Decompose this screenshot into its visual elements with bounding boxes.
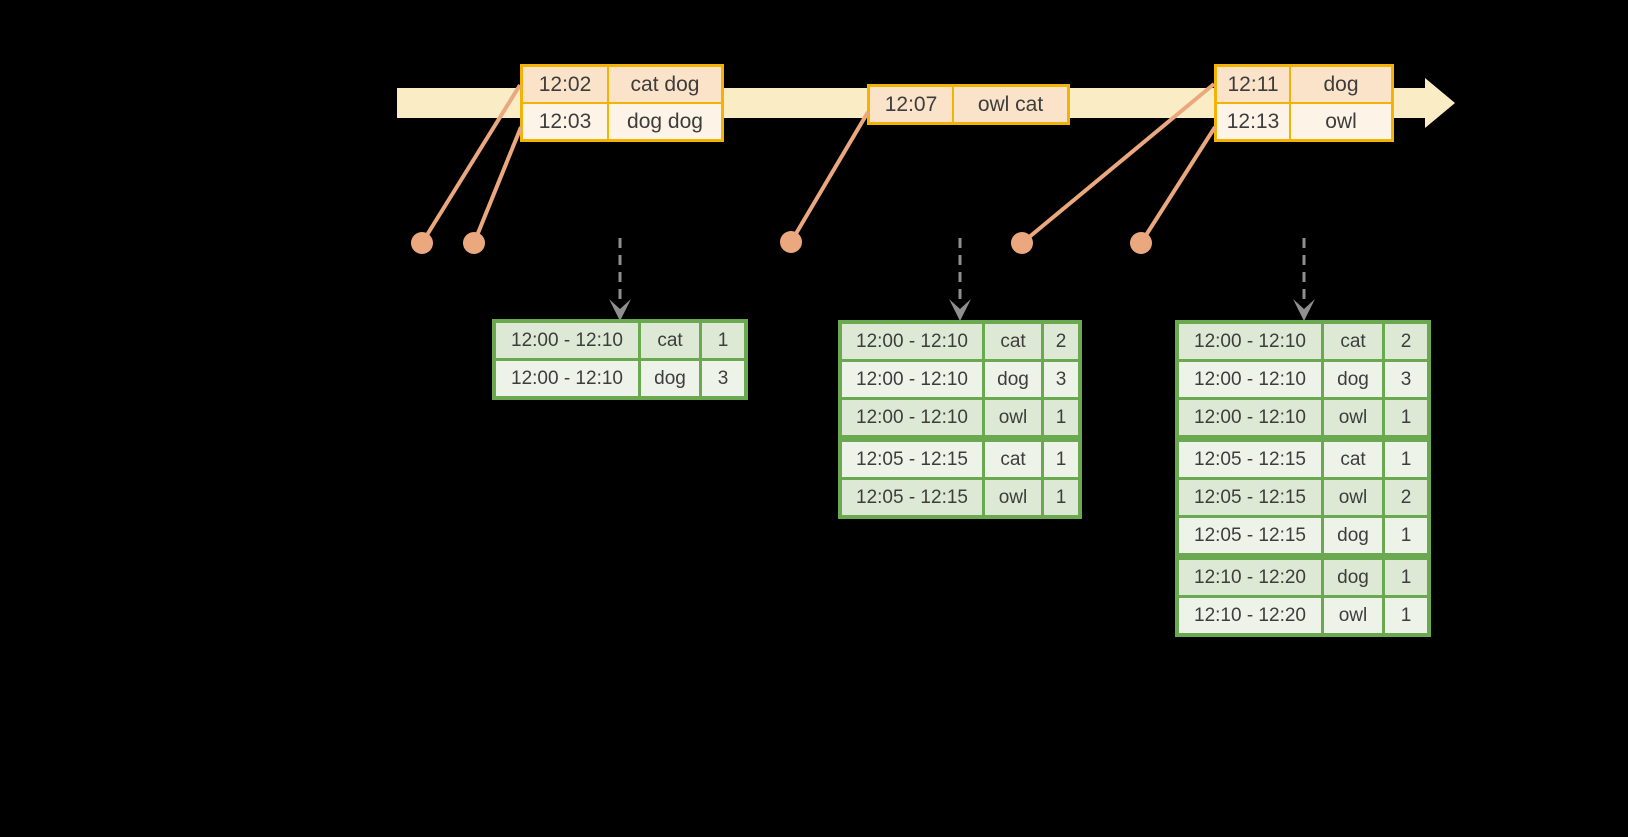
word-cell: cat — [1324, 442, 1382, 477]
window-range-cell: 12:00 - 12:10 — [842, 362, 982, 397]
trigger-arrowhead-icon — [1293, 299, 1315, 321]
count-cell: 1 — [1044, 442, 1078, 477]
window-range-cell: 12:00 - 12:10 — [496, 361, 638, 396]
event-words-cell: cat dog — [609, 67, 721, 102]
event-dot-icon — [463, 232, 485, 254]
word-cell: dog — [1324, 362, 1382, 397]
count-cell: 1 — [1044, 400, 1078, 435]
event-time-cell: 12:02 — [523, 67, 607, 102]
word-cell: owl — [1324, 480, 1382, 515]
word-cell: cat — [641, 323, 699, 358]
count-cell: 2 — [1385, 324, 1427, 359]
window-range-cell: 12:00 - 12:10 — [1179, 362, 1321, 397]
trigger-arrowhead-icon — [609, 299, 631, 321]
count-cell: 3 — [702, 361, 744, 396]
count-cell: 1 — [702, 323, 744, 358]
word-cell: cat — [985, 442, 1041, 477]
count-cell: 1 — [1385, 560, 1427, 595]
event-connector-line — [472, 126, 523, 244]
word-cell: owl — [985, 400, 1041, 435]
word-cell: owl — [1324, 598, 1382, 633]
window-range-cell: 12:05 - 12:15 — [1179, 518, 1321, 553]
event-words-cell: owl cat — [954, 87, 1067, 122]
count-cell: 1 — [1385, 598, 1427, 633]
event-connector-line — [789, 110, 870, 244]
count-cell: 1 — [1385, 400, 1427, 435]
event-connector-line — [1139, 125, 1217, 245]
word-cell: owl — [1324, 400, 1382, 435]
event-time-cell: 12:07 — [870, 87, 952, 122]
timeline-arrowhead-icon — [1425, 78, 1455, 128]
window-range-cell: 12:10 - 12:20 — [1179, 560, 1321, 595]
window-range-cell: 12:05 - 12:15 — [1179, 442, 1321, 477]
window-range-cell: 12:00 - 12:10 — [1179, 400, 1321, 435]
word-cell: dog — [985, 362, 1041, 397]
count-cell: 3 — [1385, 362, 1427, 397]
word-cell: dog — [641, 361, 699, 396]
window-range-cell: 12:00 - 12:10 — [842, 400, 982, 435]
event-time-cell: 12:03 — [523, 104, 607, 139]
window-range-cell: 12:05 - 12:15 — [842, 480, 982, 515]
word-cell: cat — [985, 324, 1041, 359]
event-dot-icon — [1130, 232, 1152, 254]
event-words-cell: owl — [1291, 104, 1391, 139]
event-dot-icon — [780, 231, 802, 253]
event-dot-icon — [1011, 232, 1033, 254]
event-dot-icon — [411, 232, 433, 254]
count-cell: 2 — [1385, 480, 1427, 515]
event-words-cell: dog dog — [609, 104, 721, 139]
window-range-cell: 12:00 - 12:10 — [842, 324, 982, 359]
word-cell: cat — [1324, 324, 1382, 359]
window-range-cell: 12:00 - 12:10 — [1179, 324, 1321, 359]
event-time-cell: 12:13 — [1217, 104, 1289, 139]
trigger-arrowhead-icon — [949, 299, 971, 321]
window-range-cell: 12:10 - 12:20 — [1179, 598, 1321, 633]
word-cell: dog — [1324, 518, 1382, 553]
window-range-cell: 12:05 - 12:15 — [842, 442, 982, 477]
window-range-cell: 12:00 - 12:10 — [496, 323, 638, 358]
count-cell: 2 — [1044, 324, 1078, 359]
count-cell: 1 — [1385, 518, 1427, 553]
count-cell: 1 — [1044, 480, 1078, 515]
count-cell: 3 — [1044, 362, 1078, 397]
count-cell: 1 — [1385, 442, 1427, 477]
event-time-cell: 12:11 — [1217, 67, 1289, 102]
window-range-cell: 12:05 - 12:15 — [1179, 480, 1321, 515]
word-cell: owl — [985, 480, 1041, 515]
word-cell: dog — [1324, 560, 1382, 595]
event-words-cell: dog — [1291, 67, 1391, 102]
